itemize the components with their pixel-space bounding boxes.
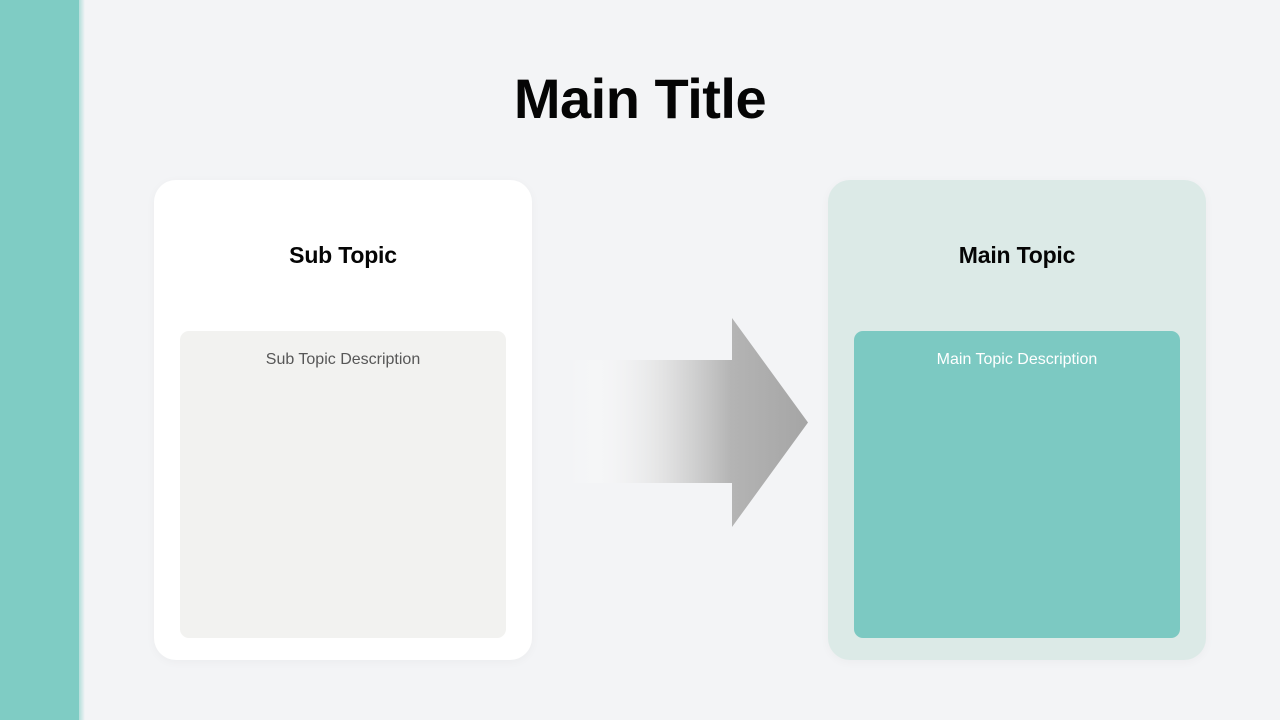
- card-sub-topic-description: Sub Topic Description: [180, 331, 506, 638]
- card-main-topic-description: Main Topic Description: [854, 331, 1180, 638]
- card-main-topic-heading: Main Topic: [958, 242, 1076, 268]
- card-sub-topic[interactable]: Sub Topic Sub Topic Description: [154, 180, 532, 660]
- right-arrow-icon: [560, 310, 816, 535]
- accent-stripe-edge: [79, 0, 85, 720]
- card-sub-topic-heading: Sub Topic: [289, 242, 397, 268]
- accent-stripe: [0, 0, 79, 720]
- card-main-topic[interactable]: Main Topic Main Topic Description: [828, 180, 1206, 660]
- page-title: Main Title: [513, 67, 767, 130]
